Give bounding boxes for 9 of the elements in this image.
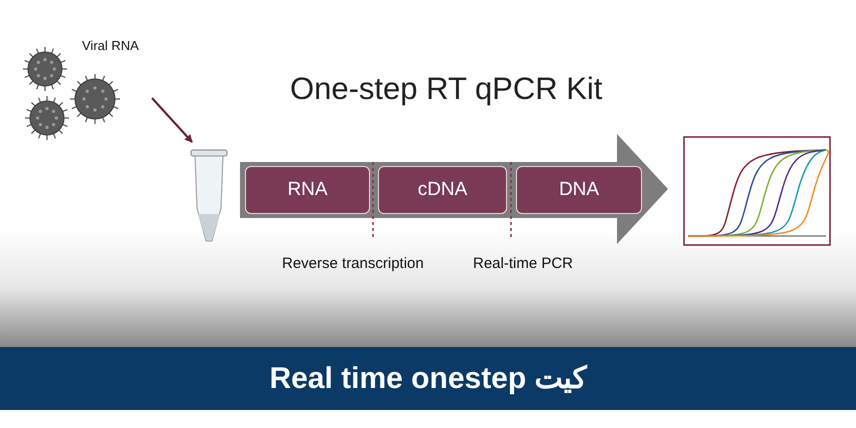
step-label: Real-time PCR bbox=[473, 254, 574, 274]
step-box: RNA bbox=[245, 166, 370, 214]
step-box: cDNA bbox=[378, 166, 507, 214]
step-label: Reverse transcription bbox=[282, 254, 424, 274]
title-banner: Real time onestep کیت bbox=[0, 347, 856, 410]
node-label: Viral RNA bbox=[82, 37, 139, 55]
diagram-title: One-step RT qPCR Kit bbox=[290, 70, 602, 108]
step-box: DNA bbox=[516, 166, 642, 214]
arrow bbox=[151, 97, 193, 143]
